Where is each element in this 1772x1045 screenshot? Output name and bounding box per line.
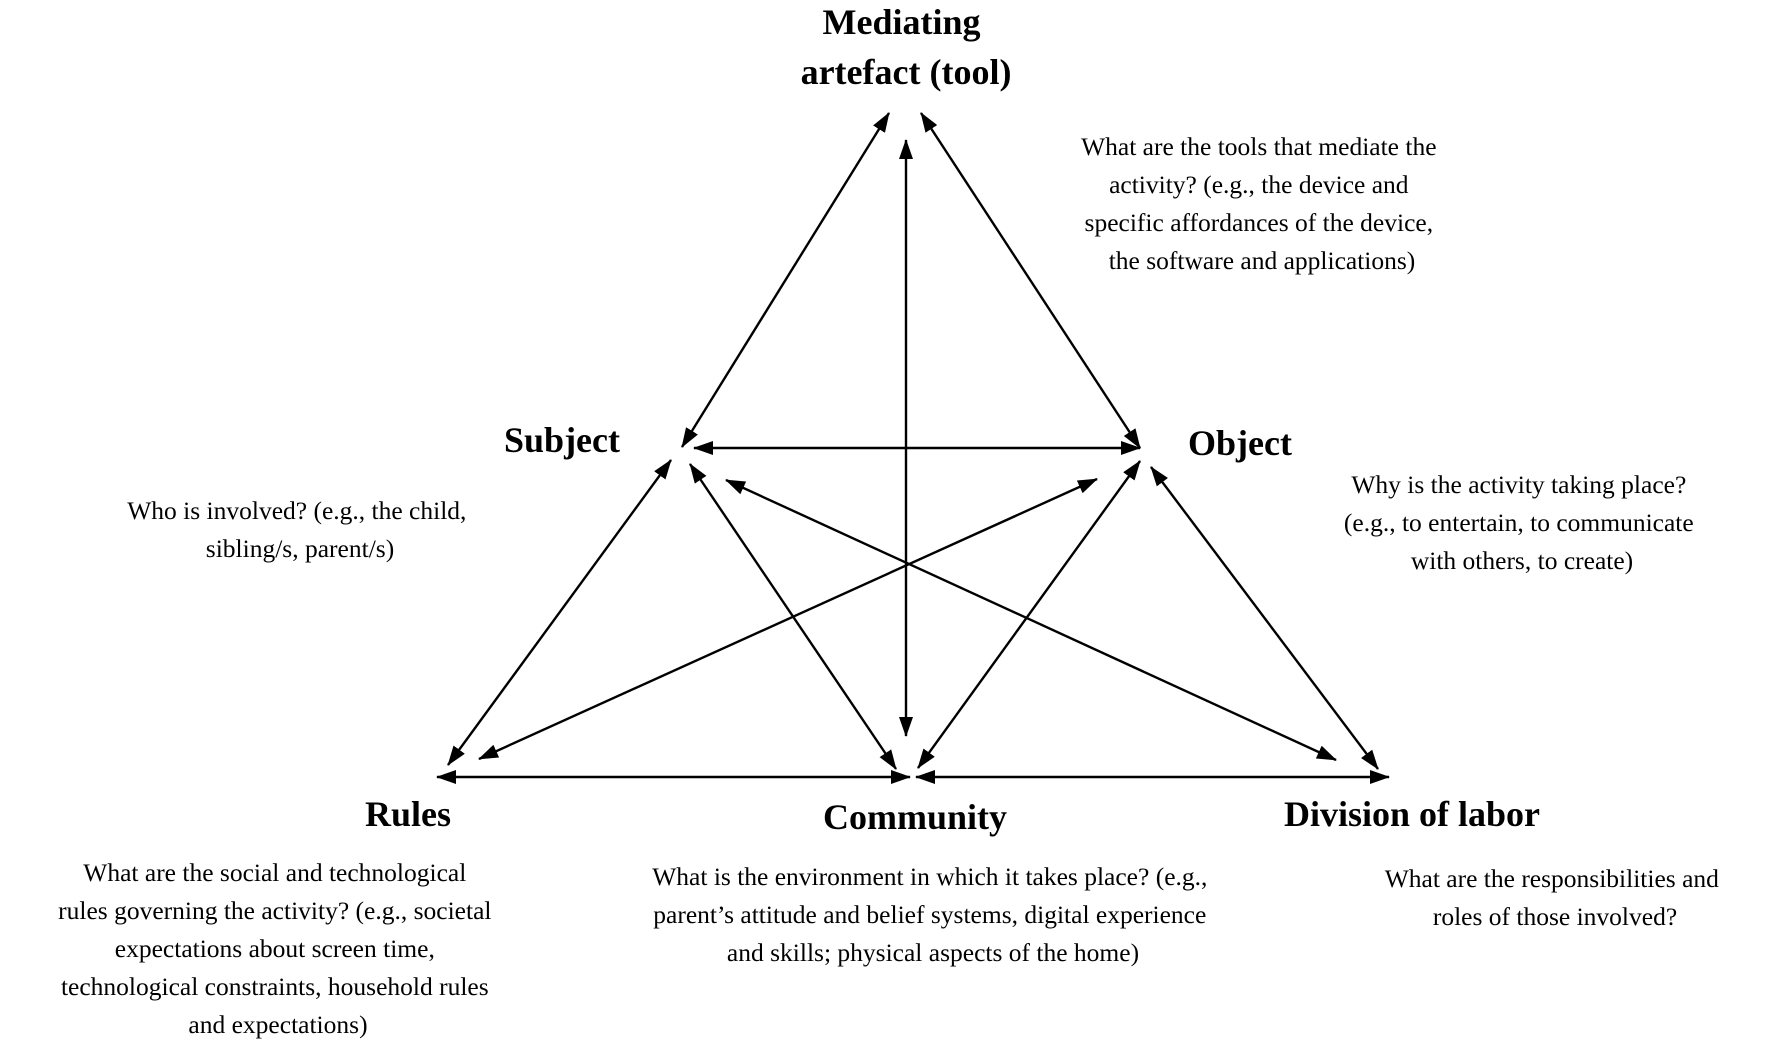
community-description: What is the environment in which it take… <box>652 862 1214 967</box>
node-subject: Subject Who is involved? (e.g., the chil… <box>127 420 620 563</box>
community-label: Community <box>823 797 1007 837</box>
node-community: Community What is the environment in whi… <box>652 797 1214 967</box>
division-label-line: Division of labor <box>1284 794 1540 834</box>
arrow-subject-division <box>725 478 1337 762</box>
subject-label-line: Subject <box>504 420 620 460</box>
division-description-line: roles of those involved? <box>1433 902 1677 931</box>
arrow-object-rules <box>478 477 1098 761</box>
rules-description-line: technological constraints, household rul… <box>61 972 489 1001</box>
tool-description-line: the software and applications) <box>1109 246 1416 275</box>
division-label: Division of labor <box>1284 794 1540 834</box>
node-rules: Rules What are the social and technologi… <box>58 794 498 1039</box>
rules-description-line: expectations about screen time, <box>115 934 435 963</box>
subject-description: Who is involved? (e.g., the child, sibli… <box>127 496 473 563</box>
arrow-object-community <box>917 460 1141 769</box>
node-tool: Mediating artefact (tool) What are the t… <box>801 2 1443 275</box>
connections <box>436 112 1390 784</box>
rules-label: Rules <box>365 794 451 834</box>
tool-description-line: specific affordances of the device, <box>1085 208 1434 237</box>
arrow-tool-subject <box>680 112 891 448</box>
tool-label: Mediating artefact (tool) <box>801 2 1012 92</box>
rules-description: What are the social and technological ru… <box>58 858 498 1039</box>
node-object: Object Why is the activity taking place?… <box>1188 423 1700 575</box>
community-description-line: What is the environment in which it take… <box>652 862 1207 891</box>
community-description-line: and skills; physical aspects of the home… <box>727 938 1139 967</box>
tool-label-line: Mediating <box>823 2 981 42</box>
tool-description-line: What are the tools that mediate the <box>1081 132 1436 161</box>
arrow-object-division <box>1150 466 1379 770</box>
rules-description-line: and expectations) <box>188 1010 367 1039</box>
object-label: Object <box>1188 423 1292 463</box>
division-description: What are the responsibilities and roles … <box>1385 864 1726 931</box>
object-description-line: Why is the activity taking place? <box>1351 470 1686 499</box>
tool-description: What are the tools that mediate the acti… <box>1081 132 1443 275</box>
subject-label: Subject <box>504 420 620 460</box>
community-label-line: Community <box>823 797 1007 837</box>
community-description-line: parent’s attitude and belief systems, di… <box>653 900 1206 929</box>
object-description-line: with others, to create) <box>1411 546 1633 575</box>
subject-description-line: Who is involved? (e.g., the child, <box>127 496 466 525</box>
tool-label-line: artefact (tool) <box>801 52 1012 92</box>
rules-label-line: Rules <box>365 794 451 834</box>
object-description: Why is the activity taking place? (e.g.,… <box>1344 470 1700 575</box>
arrow-subject-rules <box>447 459 672 766</box>
rules-description-line: rules governing the activity? (e.g., soc… <box>58 896 491 925</box>
division-description-line: What are the responsibilities and <box>1385 864 1719 893</box>
arrow-tool-object <box>919 112 1142 449</box>
rules-description-line: What are the social and technological <box>83 858 466 887</box>
subject-description-line: sibling/s, parent/s) <box>206 534 394 563</box>
tool-description-line: activity? (e.g., the device and <box>1109 170 1409 199</box>
object-description-line: (e.g., to entertain, to communicate <box>1344 508 1694 537</box>
object-label-line: Object <box>1188 423 1292 463</box>
node-division: Division of labor What are the responsib… <box>1284 794 1726 931</box>
